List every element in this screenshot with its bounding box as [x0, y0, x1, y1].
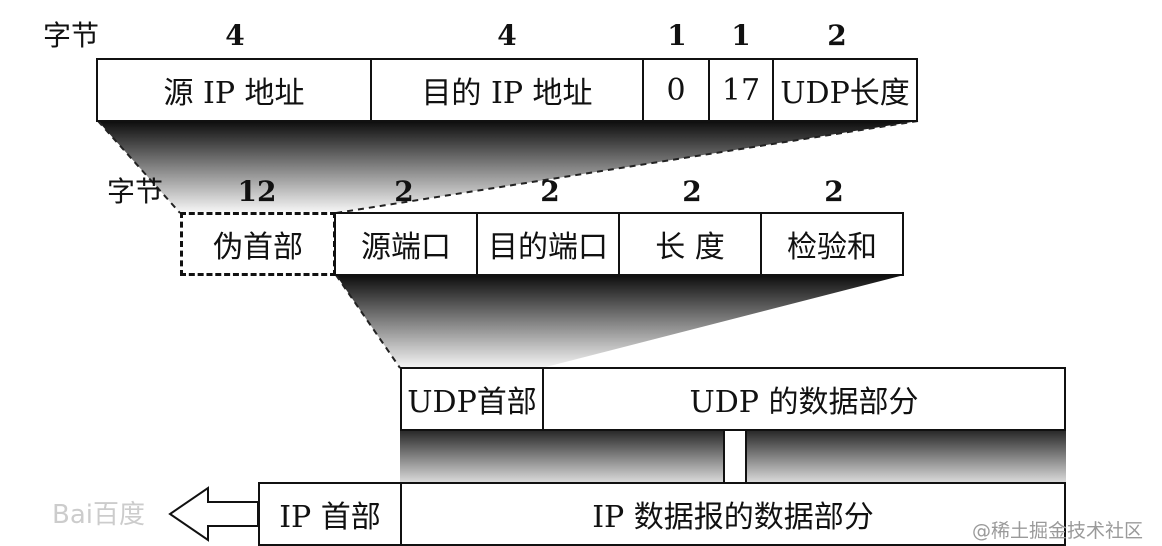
byte-size-length: 2 — [682, 175, 702, 208]
field-dst-port: 目的端口 — [476, 212, 620, 276]
field-pseudo-header: 伪首部 — [180, 212, 336, 276]
udp-data-block: UDP 的数据部分 — [542, 367, 1066, 431]
field-dst-ip: 目的 IP 地址 — [370, 58, 644, 122]
byte-unit-label-top: 字节 — [42, 19, 99, 52]
byte-size-dst-ip: 4 — [497, 19, 517, 52]
byte-size-src-port: 2 — [394, 175, 414, 208]
byte-size-pseudo-header: 12 — [237, 175, 277, 208]
field-protocol: 17 — [708, 58, 774, 122]
ip-header-block: IP 首部 — [258, 482, 402, 546]
byte-size-dst-port: 2 — [540, 175, 560, 208]
byte-unit-label-middle: 字节 — [106, 175, 163, 208]
ip-data-block: IP 数据报的数据部分 — [400, 482, 1066, 546]
byte-size-zero: 1 — [667, 19, 687, 52]
expansion-shading-middle — [336, 275, 904, 368]
byte-size-checksum: 2 — [824, 175, 844, 208]
byte-size-udp-length: 2 — [827, 19, 847, 52]
field-checksum: 检验和 — [760, 212, 904, 276]
juejin-watermark: @稀土掘金技术社区 — [972, 520, 1144, 542]
byte-size-src-ip: 4 — [225, 19, 245, 52]
left-arrow-icon — [168, 486, 259, 542]
expansion-dashed-left-middle — [335, 274, 401, 369]
field-zero: 0 — [642, 58, 710, 122]
field-src-ip: 源 IP 地址 — [96, 58, 372, 122]
expansion-dashed-left-top — [97, 120, 181, 214]
field-length: 长 度 — [618, 212, 762, 276]
byte-size-protocol: 1 — [731, 19, 751, 52]
baidu-watermark: Bai百度 — [52, 500, 145, 530]
field-src-port: 源端口 — [334, 212, 478, 276]
udp-header-block: UDP首部 — [400, 367, 544, 431]
field-udp-length: UDP长度 — [772, 58, 918, 122]
expansion-shading-top — [98, 121, 918, 213]
